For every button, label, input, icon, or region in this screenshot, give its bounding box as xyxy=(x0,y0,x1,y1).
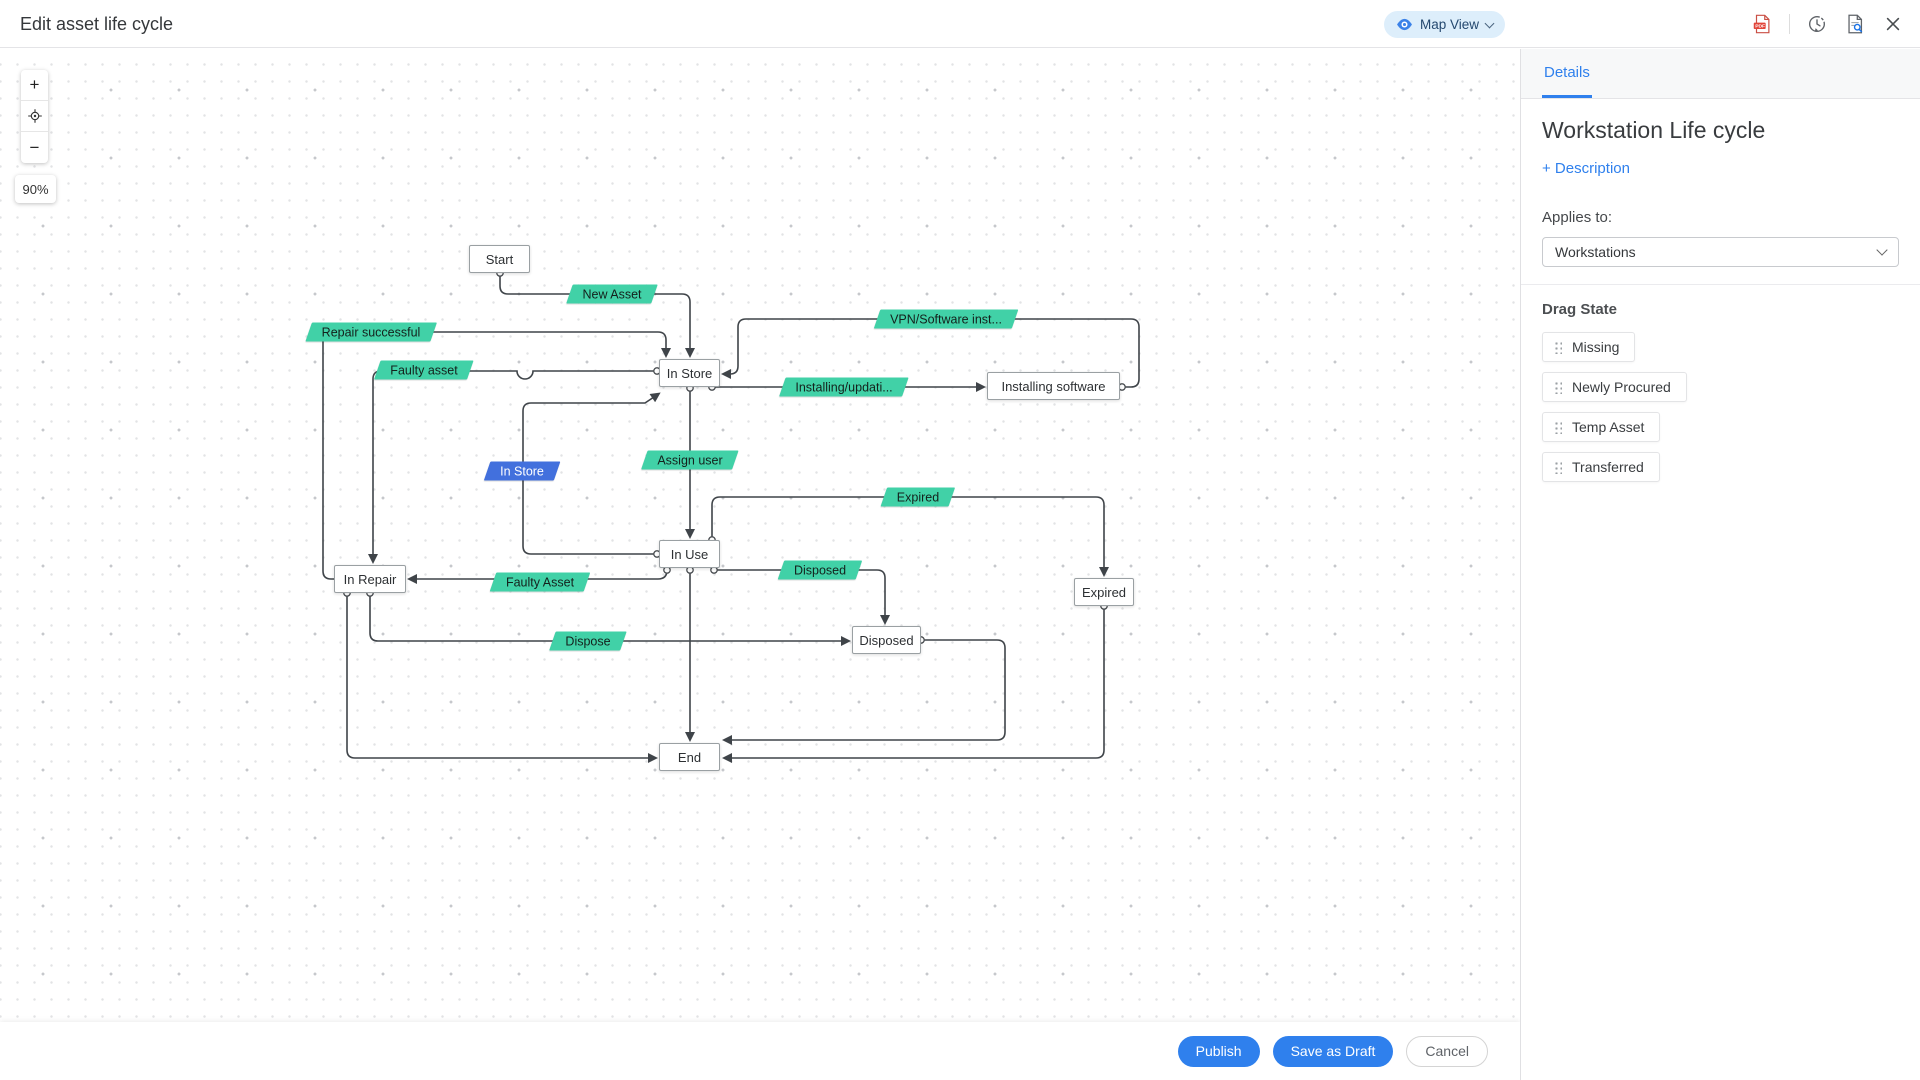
transition-edge[interactable] xyxy=(368,370,657,564)
transition-label[interactable]: Installing/updati... xyxy=(782,378,905,397)
state-node-in-store[interactable]: In Store xyxy=(659,359,720,387)
transition-edge[interactable] xyxy=(722,606,1105,763)
drag-state-chip[interactable]: Temp Asset xyxy=(1542,412,1661,442)
state-node-expired[interactable]: Expired xyxy=(1074,578,1134,606)
transition-label[interactable]: Dispose xyxy=(552,632,623,651)
zoom-controls: + − xyxy=(21,70,48,163)
transition-edge[interactable] xyxy=(322,331,671,580)
drag-state-chip[interactable]: Newly Procured xyxy=(1542,372,1687,402)
transition-edge[interactable] xyxy=(714,569,890,625)
recenter-button[interactable] xyxy=(21,101,48,132)
state-node-start[interactable]: Start xyxy=(469,245,530,273)
transition-label[interactable]: Expired xyxy=(884,488,952,507)
transition-label[interactable]: Faulty asset xyxy=(377,361,470,380)
applies-to-label: Applies to: xyxy=(1542,209,1613,226)
top-bar: Edit asset life cycle Map View PDF xyxy=(0,0,1920,48)
details-panel: Details Workstation Life cycle + Descrip… xyxy=(1520,49,1920,1080)
drag-handle-icon xyxy=(1554,380,1562,394)
transition-label[interactable]: In Store xyxy=(487,462,557,481)
lifecycle-title: Workstation Life cycle xyxy=(1542,117,1766,143)
publish-button[interactable]: Publish xyxy=(1177,1035,1260,1067)
transition-label[interactable]: Disposed xyxy=(781,561,859,580)
chevron-down-icon xyxy=(1876,244,1888,256)
export-pdf-icon[interactable]: PDF xyxy=(1751,13,1773,35)
drag-state-label: Newly Procured xyxy=(1572,379,1671,395)
page-title: Edit asset life cycle xyxy=(20,14,174,34)
transition-edge[interactable] xyxy=(346,593,658,763)
drag-state-label: Transferred xyxy=(1572,459,1644,475)
state-node-in-use[interactable]: In Use xyxy=(659,540,720,568)
state-node-in-repair[interactable]: In Repair xyxy=(334,565,406,593)
edges-layer xyxy=(322,269,1140,763)
drag-handle-icon xyxy=(1554,460,1562,474)
transition-label[interactable]: Faulty Asset xyxy=(493,573,587,592)
drag-handle-icon xyxy=(1554,420,1562,434)
footer-bar: Publish Save as Draft Cancel xyxy=(0,1022,1520,1080)
transition-label[interactable]: Assign user xyxy=(644,451,735,470)
zoom-percent-badge: 90% xyxy=(15,175,56,203)
state-node-installing-software[interactable]: Installing software xyxy=(987,372,1120,400)
tab-details[interactable]: Details xyxy=(1542,49,1592,98)
drag-state-label: Missing xyxy=(1572,339,1620,355)
transition-label[interactable]: New Asset xyxy=(569,285,654,304)
transition-edge[interactable] xyxy=(711,496,1109,577)
drag-handle-icon xyxy=(1554,340,1562,354)
cancel-button[interactable]: Cancel xyxy=(1406,1035,1488,1067)
map-view-button[interactable]: Map View xyxy=(1384,11,1506,38)
drag-state-chip[interactable]: Missing xyxy=(1542,332,1636,362)
close-icon[interactable] xyxy=(1882,13,1904,35)
section-divider xyxy=(1521,284,1920,285)
icon-divider xyxy=(1789,14,1790,34)
drag-state-heading: Drag State xyxy=(1542,301,1618,318)
transition-label[interactable]: Repair successful xyxy=(309,323,434,342)
map-view-label: Map View xyxy=(1420,17,1480,32)
drag-state-chip[interactable]: Transferred xyxy=(1542,452,1660,482)
drag-state-label: Temp Asset xyxy=(1572,419,1645,435)
applies-to-value: Workstations xyxy=(1555,244,1636,260)
transition-edge[interactable] xyxy=(722,639,1006,745)
preview-document-icon[interactable] xyxy=(1844,13,1866,35)
zoom-in-button[interactable]: + xyxy=(21,70,48,101)
chevron-down-icon xyxy=(1484,18,1495,28)
panel-tabs: Details xyxy=(1521,49,1920,99)
crosshair-icon xyxy=(27,109,42,123)
state-node-end[interactable]: End xyxy=(659,743,720,771)
history-icon[interactable] xyxy=(1806,13,1828,35)
add-description-link[interactable]: + Description xyxy=(1542,160,1630,177)
transition-label[interactable]: VPN/Software inst... xyxy=(877,310,1015,329)
eye-icon xyxy=(1396,18,1413,31)
transition-edge[interactable] xyxy=(522,392,661,555)
transition-edge[interactable] xyxy=(369,593,851,646)
zoom-out-button[interactable]: − xyxy=(29,137,40,157)
svg-text:PDF: PDF xyxy=(1755,24,1765,30)
state-node-disposed[interactable]: Disposed xyxy=(852,626,921,654)
applies-to-select[interactable]: Workstations xyxy=(1542,237,1899,267)
save-as-draft-button[interactable]: Save as Draft xyxy=(1272,1035,1394,1067)
